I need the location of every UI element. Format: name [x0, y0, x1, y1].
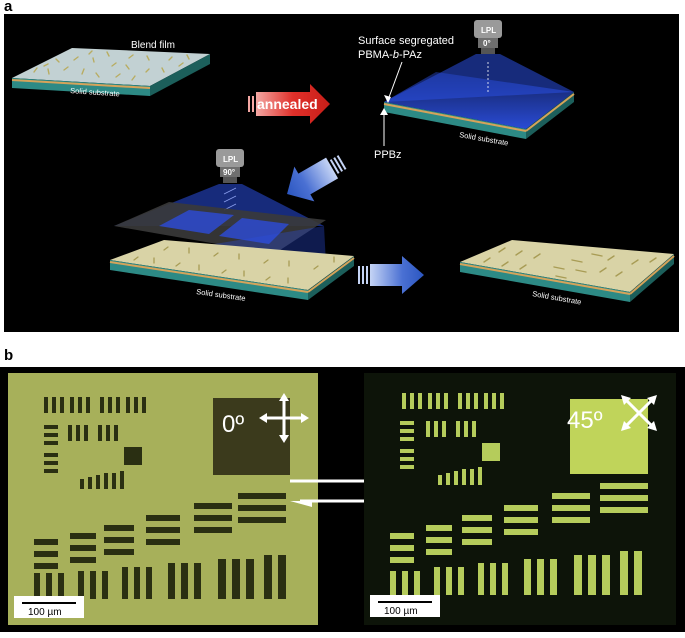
- scale-bar-box-left: [14, 596, 84, 618]
- svg-text:LPL: LPL: [481, 26, 496, 35]
- film-3-substrate: Solid substrate: [109, 240, 355, 303]
- dark-square-left: [213, 398, 290, 475]
- horizontal-process-arrow: [358, 256, 424, 294]
- svg-text:0°: 0°: [483, 39, 491, 48]
- panel-a-label: a: [4, 0, 13, 15]
- scale-bar-left-label: 100 µm: [28, 607, 62, 618]
- panel-a-schematic: Solid substrate Blend film annealed Soli…: [4, 14, 679, 332]
- scale-bar-box-right: [370, 595, 440, 617]
- angle-45-label: 45º: [567, 407, 603, 434]
- film-3-rods: [133, 246, 335, 284]
- bright-square-right: [570, 399, 648, 474]
- scale-bar-right-label: 100 µm: [384, 606, 418, 617]
- substrate-label-1: Solid substrate: [70, 86, 120, 98]
- lpl-beam-top: [384, 54, 574, 102]
- surface-segregated-label: Surface segregated: [358, 35, 454, 47]
- blend-film-label: Blend film: [131, 40, 175, 51]
- polarizer-cross-0-icon: [259, 393, 309, 443]
- svg-text:LPL: LPL: [223, 155, 238, 164]
- panel-b-label: b: [4, 347, 14, 364]
- pbma-pazlabel: PBMA-b-PAz: [358, 49, 422, 61]
- film-4-patterned: Solid substrate: [459, 240, 675, 307]
- diagonal-process-arrow: [287, 155, 347, 202]
- annealed-label: annealed: [257, 96, 318, 112]
- panel-b-micrographs: 0º 100 µm: [0, 367, 685, 632]
- ppbz-label: PPBz: [374, 149, 402, 161]
- annealed-arrow: annealed: [248, 84, 330, 124]
- svg-text:90°: 90°: [223, 168, 235, 177]
- micrograph-45-degree: 45º 100 µm: [364, 373, 676, 625]
- photomask: [114, 202, 326, 254]
- angle-0-label: 0º: [222, 411, 244, 438]
- micrograph-0-degree: 0º 100 µm: [8, 373, 318, 625]
- film-4-rods: [483, 247, 657, 279]
- polarizer-cross-45-icon: [621, 395, 657, 431]
- lpl-0-lamp: LPL 0°: [474, 20, 502, 54]
- blend-film-rods: [33, 50, 190, 81]
- lpl-90-lamp: LPL 90°: [216, 149, 244, 183]
- surface-pointer-arrow: [387, 61, 403, 101]
- blend-film-substrate: Solid substrate: [11, 48, 210, 98]
